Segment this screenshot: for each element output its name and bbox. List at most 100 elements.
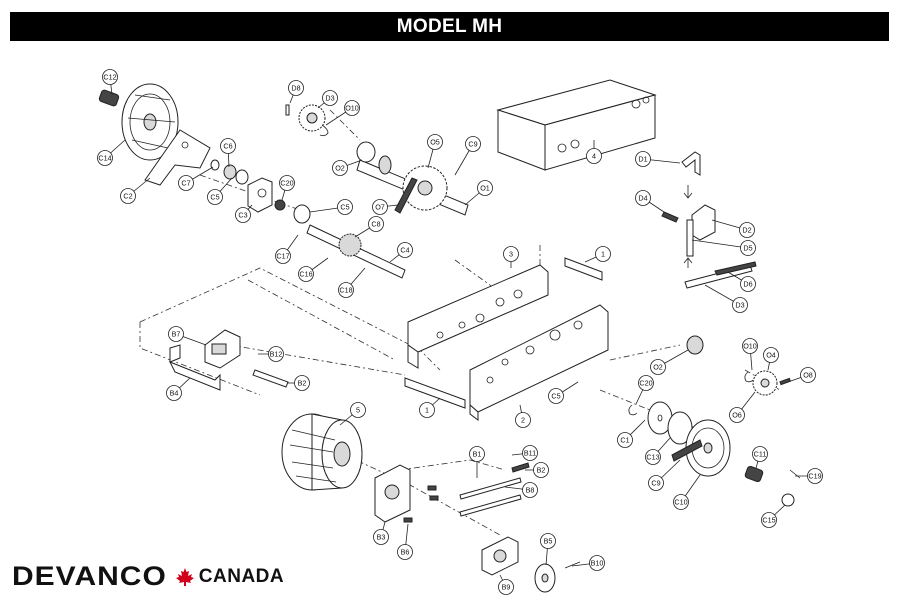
part-label-c15: C15 (761, 504, 786, 528)
part-label-text: C19 (808, 472, 821, 481)
rods-b1 (459, 462, 530, 517)
pulley-c10 (671, 419, 731, 477)
brake-disc-b5 (534, 561, 581, 593)
part-label-text: B1 (473, 450, 482, 459)
part-label-o2b: O2 (650, 349, 689, 375)
part-label-c8: C8 (354, 216, 384, 238)
part-label-o2a: O2 (332, 159, 363, 176)
part-label-text: C11 (754, 450, 767, 459)
part-label-text: C5 (551, 392, 560, 401)
limit-parts-d2-d5 (661, 204, 716, 268)
part-label-text: B8 (526, 486, 535, 495)
part-label-text: C8 (371, 220, 380, 229)
part-label-d1: D1 (635, 151, 681, 167)
part-label-text: B12 (270, 350, 283, 359)
brake-bracket-b9 (481, 536, 519, 576)
motor-5 (281, 413, 363, 491)
bearing-o2 (686, 335, 704, 355)
part-label-d3b: D3 (704, 284, 748, 313)
washers-c1-c13 (628, 401, 693, 445)
part-label-c2: C2 (120, 177, 151, 204)
part-label-c17: C17 (275, 234, 299, 264)
brand-name: DEVANCO (12, 561, 167, 592)
part-label-text: D5 (743, 244, 752, 253)
part-label-n3: 3 (503, 246, 519, 268)
part-label-text: C18 (339, 286, 352, 295)
sprocket-d3 (285, 104, 329, 137)
leader-line (691, 239, 749, 249)
part-label-text: D1 (638, 155, 647, 164)
part-label-text: 2 (521, 416, 525, 425)
part-label-o10b: O10 (742, 338, 758, 371)
part-label-c13: C13 (645, 437, 671, 465)
part-label-c6: C6 (220, 138, 236, 168)
part-label-text: C7 (181, 179, 190, 188)
part-label-text: D4 (638, 194, 647, 203)
frame-plate-3 (407, 264, 549, 369)
pulley-c14 (98, 83, 179, 161)
link-b2 (252, 369, 289, 388)
part-label-o1: O1 (464, 180, 493, 206)
part-label-d6: D6 (727, 271, 756, 292)
part-label-c20b: C20 (635, 375, 654, 405)
devanco-canada-logo: DEVANCO CANADA (12, 560, 284, 594)
part-label-b8: B8 (504, 482, 538, 498)
part-label-text: O8 (803, 371, 813, 380)
part-label-c20a: C20 (279, 175, 295, 201)
bracket-c3 (247, 177, 273, 213)
part-label-text: O7 (375, 203, 385, 212)
part-label-text: C6 (223, 142, 232, 151)
part-label-text: C1 (620, 436, 629, 445)
part-label-text: C10 (674, 498, 687, 507)
part-label-text: O2 (335, 164, 345, 173)
part-label-o8: O8 (787, 367, 816, 383)
part-label-b2b: B2 (525, 462, 549, 478)
part-label-b7: B7 (168, 326, 207, 346)
brake-plate-b3 (374, 464, 411, 523)
part-label-text: B4 (170, 389, 179, 398)
spring-c11 (744, 465, 801, 507)
sprocket-o4 (744, 370, 792, 396)
part-label-text: D3 (325, 94, 334, 103)
part-label-text: C4 (400, 246, 409, 255)
part-label-b11: B11 (511, 445, 538, 461)
part-label-text: C15 (762, 516, 775, 525)
page-title: MODEL MH (10, 12, 889, 41)
part-label-text: D8 (291, 84, 300, 93)
part-label-text: D2 (742, 226, 751, 235)
frame-rail-1 (404, 257, 603, 409)
part-label-b5: B5 (540, 533, 556, 566)
part-label-text: C20 (639, 379, 652, 388)
part-label-c5a: C5 (207, 177, 233, 205)
bracket-c2 (144, 129, 211, 186)
part-label-text: 1 (601, 250, 605, 259)
part-label-b10: B10 (571, 555, 605, 571)
part-label-text: C17 (276, 252, 289, 261)
part-label-text: D6 (743, 280, 752, 289)
part-label-c5b: C5 (309, 199, 353, 215)
part-label-c19: C19 (795, 468, 823, 484)
part-label-text: O10 (345, 104, 359, 113)
part-label-text: B11 (524, 449, 536, 458)
part-label-b12: B12 (258, 346, 284, 362)
part-label-o5: O5 (427, 134, 443, 169)
part-label-text: 3 (509, 250, 513, 259)
part-label-text: O4 (766, 351, 776, 360)
part-label-text: C12 (103, 73, 116, 82)
part-label-d8a: D8 (288, 80, 304, 104)
limit-bracket-d1 (681, 151, 701, 199)
part-label-n5: 5 (339, 402, 366, 426)
part-label-text: B6 (401, 548, 410, 557)
part-label-text: O2 (653, 363, 663, 372)
maple-leaf-icon (175, 568, 194, 586)
part-label-c9b: C9 (648, 459, 681, 491)
part-label-text: C5 (340, 203, 349, 212)
control-box-4 (496, 79, 657, 171)
part-label-n4: 4 (586, 140, 602, 164)
part-label-text: 5 (356, 406, 360, 415)
shaft-c8 (274, 199, 406, 279)
part-label-b2a: B2 (287, 375, 310, 391)
part-label-c18: C18 (338, 267, 366, 298)
part-label-b9: B9 (498, 574, 514, 595)
